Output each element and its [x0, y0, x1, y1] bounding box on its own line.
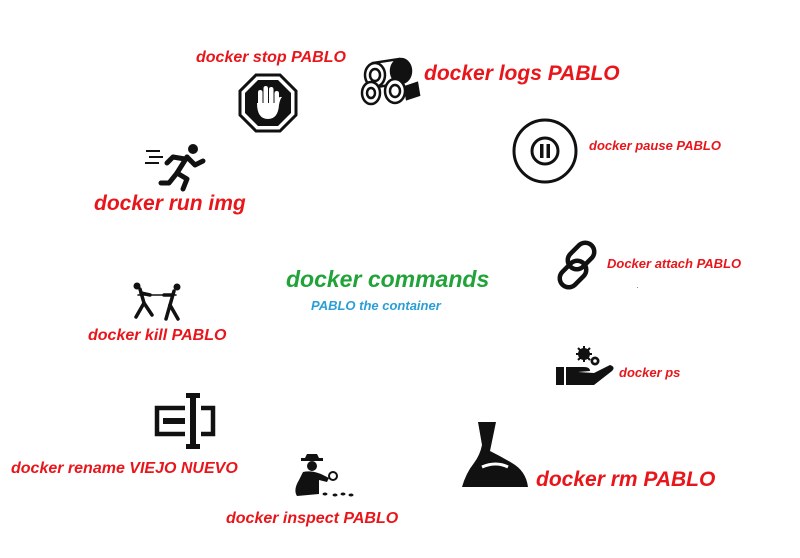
rm-command-label: docker rm PABLO — [536, 468, 716, 491]
kill-command-label: docker kill PABLO — [88, 327, 227, 344]
stop-hand-icon — [238, 73, 298, 133]
inspect-command-label: docker inspect PABLO — [226, 510, 399, 527]
speck — [637, 287, 638, 288]
detective-icon — [295, 454, 354, 497]
chain-link-icon — [557, 240, 597, 290]
pause-command-label: docker pause PABLO — [589, 138, 721, 153]
attach-command-label: Docker attach PABLO — [607, 256, 742, 271]
tug-of-war-icon — [133, 282, 181, 321]
running-person-icon — [145, 144, 206, 192]
rename-cursor-icon — [154, 393, 216, 449]
gears-in-hand-icon — [556, 346, 614, 385]
stop-command-label: docker stop PABLO — [196, 49, 346, 66]
ps-command-label: docker ps — [619, 365, 681, 380]
center-title: docker commands — [286, 266, 490, 292]
shoe-step-icon — [462, 422, 528, 487]
center-subtitle: PABLO the container — [311, 298, 441, 313]
rename-command-label: docker rename VIEJO NUEVO — [11, 460, 238, 477]
logs-icon — [360, 57, 421, 106]
logs-command-label: docker logs PABLO — [424, 62, 620, 85]
run-command-label: docker run img — [94, 192, 246, 215]
pause-icon — [512, 118, 578, 184]
